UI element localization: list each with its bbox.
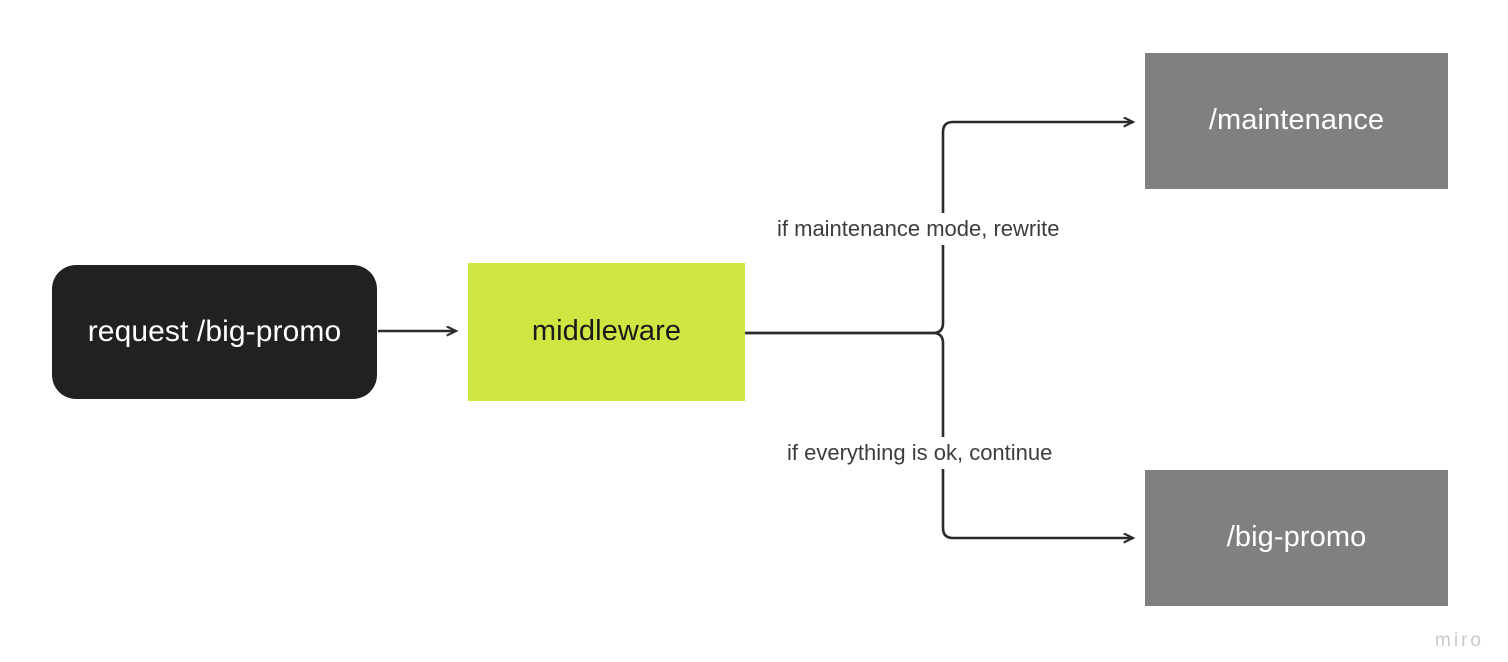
node-maintenance-label: /maintenance: [1208, 104, 1385, 137]
miro-watermark: miro: [1435, 630, 1484, 651]
edge-middleware-to-bigpromo: [745, 331, 1133, 538]
edge-label-continue: if everything is ok, continue: [781, 437, 1059, 470]
node-middleware-label: middleware: [531, 315, 682, 348]
node-request[interactable]: request /big-promo: [52, 265, 377, 399]
edge-label-maintenance-rewrite: if maintenance mode, rewrite: [771, 213, 1066, 246]
node-maintenance[interactable]: /maintenance: [1145, 53, 1448, 189]
node-big-promo-label: /big-promo: [1226, 521, 1367, 554]
node-big-promo[interactable]: /big-promo: [1145, 470, 1448, 606]
node-request-label: request /big-promo: [87, 314, 342, 348]
node-middleware[interactable]: middleware: [468, 263, 745, 401]
